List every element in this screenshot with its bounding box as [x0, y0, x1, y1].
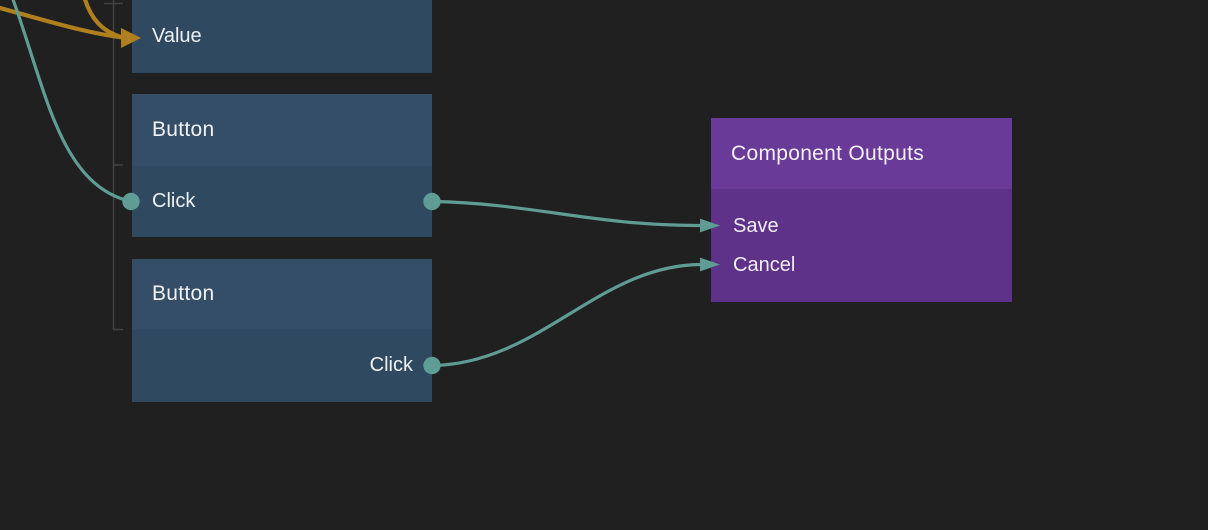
guide-bracket-line — [104, 0, 123, 331]
edge-click-1-to-save[interactable] — [431, 199, 702, 228]
node-component-outputs[interactable]: Component Outputs Save Cancel — [711, 118, 1012, 302]
port-label-value: Value — [152, 25, 202, 47]
edge-teal-into-click-1[interactable] — [11, 0, 130, 203]
node-button-2[interactable]: Button Click — [132, 259, 432, 402]
port-label-click: Click — [152, 190, 196, 212]
edge-orange-top-to-value[interactable] — [83, 0, 124, 40]
edge-orange-left-to-value[interactable] — [0, 5, 124, 40]
node-button-1[interactable]: Button Click — [132, 94, 432, 237]
node-button-2-header[interactable]: Button — [132, 259, 432, 329]
edge-click-2-to-cancel[interactable] — [431, 262, 702, 368]
node-title: Component Outputs — [731, 141, 925, 165]
node-value[interactable]: Value — [132, 0, 432, 73]
port-row-click-1[interactable]: Click — [132, 166, 432, 237]
node-title: Button — [152, 282, 215, 305]
port-row-save[interactable]: Save — [733, 215, 779, 237]
node-component-outputs-body: Save Cancel — [711, 189, 1012, 302]
port-row-click-2[interactable]: Click — [132, 329, 432, 402]
port-label-click: Click — [369, 354, 413, 376]
node-title: Button — [152, 118, 215, 141]
node-button-1-header[interactable]: Button — [132, 94, 432, 166]
port-row-value[interactable]: Value — [132, 0, 432, 73]
port-row-cancel[interactable]: Cancel — [733, 254, 796, 276]
node-component-outputs-header[interactable]: Component Outputs — [711, 118, 1012, 189]
